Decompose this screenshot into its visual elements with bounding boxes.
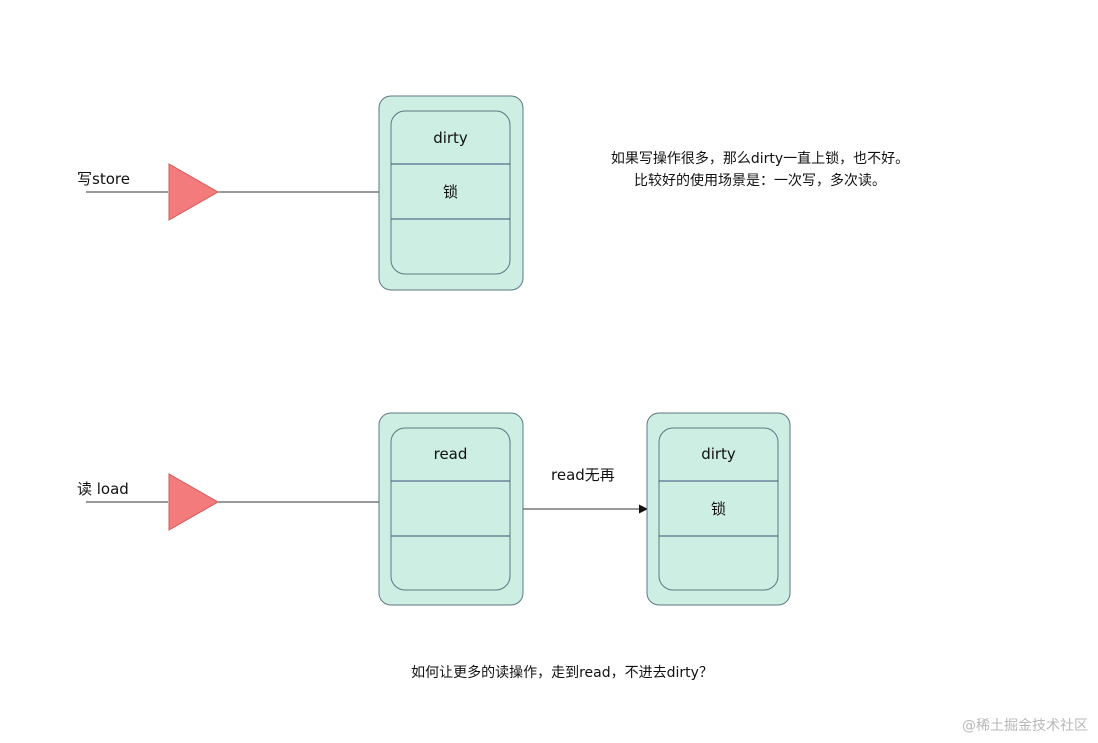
- arrow-label: read无再: [551, 466, 615, 484]
- arrowhead-icon: [639, 504, 648, 514]
- top-note: 如果写操作很多，那么dirty一直上锁，也不好。 比较好的使用场景是：一次写，多…: [560, 148, 960, 192]
- dirty-box-row1: dirty: [701, 445, 736, 463]
- read-load-label: 读 load: [77, 480, 129, 498]
- watermark: @稀土掘金技术社区: [962, 718, 1088, 734]
- top-box-row1: dirty: [433, 129, 468, 147]
- read-box: [378, 412, 524, 606]
- write-store-label: 写store: [77, 170, 130, 188]
- read-buffer-triangle: [168, 473, 220, 531]
- write-buffer-triangle: [168, 163, 220, 221]
- top-note-line1: 如果写操作很多，那么dirty一直上锁，也不好。: [610, 151, 910, 167]
- read-box-row1: read: [433, 445, 468, 463]
- bottom-dirty-box: [646, 412, 791, 606]
- top-dirty-box: [378, 95, 524, 291]
- top-box-row2: 锁: [442, 183, 458, 201]
- bottom-question-note: 如何让更多的读操作，走到read，不进去dirty？: [411, 665, 713, 681]
- dirty-box-row2: 锁: [710, 500, 726, 518]
- top-note-line2: 比较好的使用场景是：一次写，多次读。: [634, 173, 886, 189]
